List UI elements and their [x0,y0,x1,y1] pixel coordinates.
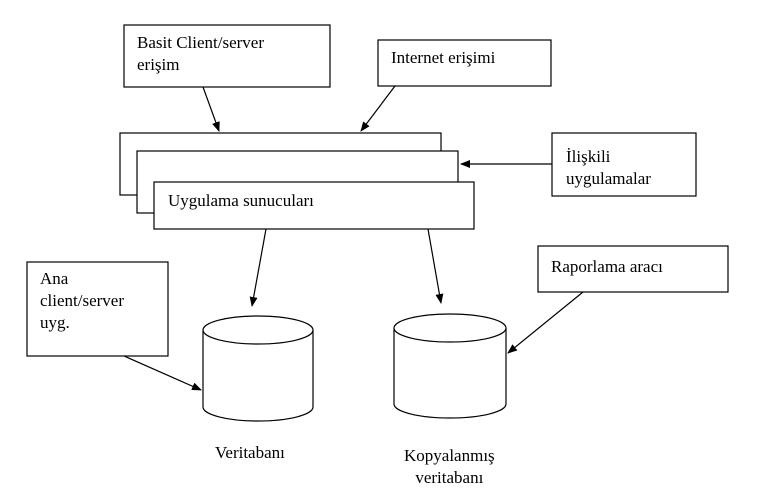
basit-client-server-box [123,24,331,88]
basit-client-server-line-1: Basit Client/server [137,33,265,52]
veritabani-cylinder [202,315,314,422]
internet-erisimi-box [377,39,552,87]
uygulama-sunuculari-box [153,181,475,230]
kopyalanmis-veritabani-label: Kopyalanmış veritabanı [404,445,495,489]
basit-client-server-label: Basit Client/server erişim [137,32,264,76]
arrow-ana-to-veritabani [123,355,202,391]
arrow-raporlama-to-kopyalanmis [507,291,584,354]
iliskili-uygulamalar-line-1: İlişkili [566,147,611,166]
internet-erisimi-label: Internet erişimi [391,47,495,69]
kopyalanmis-veritabani-cylinder [393,313,507,419]
internet-erisimi-line-1: Internet erişimi [391,48,496,67]
ana-client-server-box [26,261,169,357]
veritabani-line-1: Veritabanı [215,443,285,462]
arrow-internet-to-servers [360,85,396,132]
arrow-servers-to-kopyalanmis [427,228,444,304]
iliskili-uygulamalar-box [551,132,697,197]
iliskili-uygulamalar-label: İlişkili uygulamalar [566,146,651,190]
kopyalanmis-veritabani-line-1: Kopyalanmış [404,446,495,465]
ana-client-server-line-3: uyg. [40,313,70,332]
ana-client-server-line-2: client/server [40,291,125,310]
uygulama-sunuculari-line-1: Uygulama sunucuları [168,191,314,210]
arrow-servers-to-veritabani [249,228,267,307]
veritabani-label: Veritabanı [215,442,285,464]
raporlama-araci-label: Raporlama aracı [551,256,663,278]
uygulama-sunuculari-label: Uygulama sunucuları [168,190,314,212]
arrow-basit-to-servers [202,86,220,132]
ana-client-server-line-1: Ana [40,269,69,288]
basit-client-server-line-2: erişim [137,55,180,74]
iliskili-uygulamalar-line-2: uygulamalar [566,169,651,188]
ana-client-server-label: Ana client/server uyg. [40,268,124,334]
raporlama-araci-line-1: Raporlama aracı [551,257,663,276]
kopyalanmis-veritabani-line-2: veritabanı [415,468,484,487]
raporlama-araci-box [537,245,729,293]
